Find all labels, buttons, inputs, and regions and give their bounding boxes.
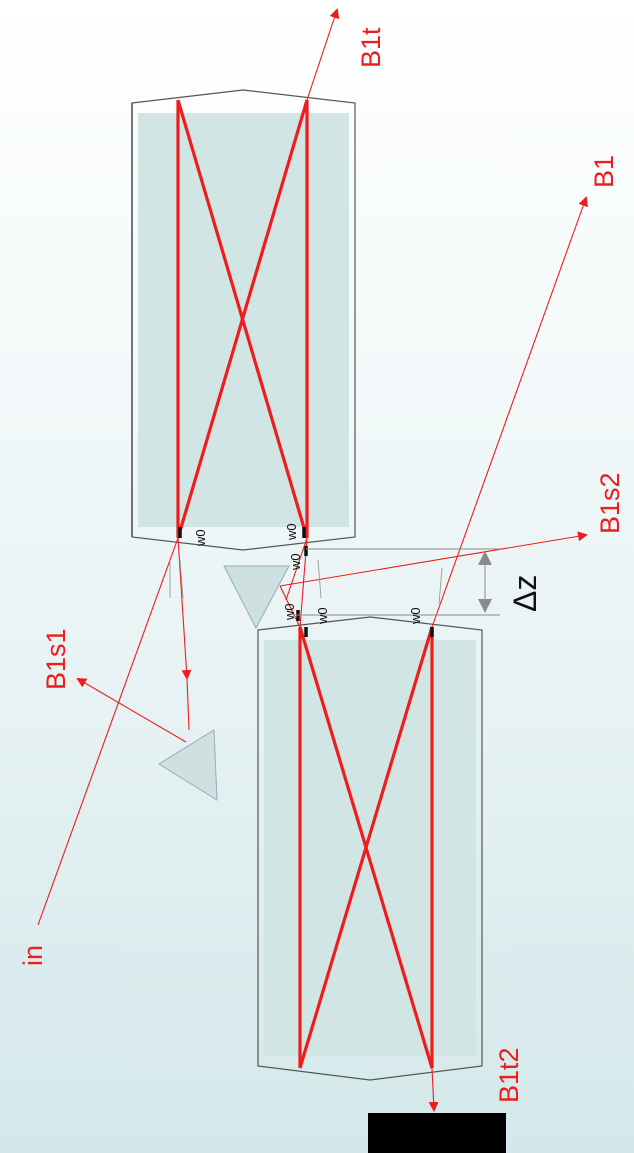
lower-crystal — [257, 616, 483, 1081]
thin-beams — [37, 8, 589, 1112]
waist-label: w0 — [315, 607, 330, 625]
waist-label: w0 — [408, 607, 423, 625]
label-b1t2: B1t2 — [494, 1047, 524, 1103]
waist-label: w0 — [282, 603, 297, 621]
waist-label: w0 — [284, 523, 299, 541]
waist-markers — [178, 527, 434, 637]
crystal-beams — [176, 99, 434, 1069]
delta-z-dimension — [296, 548, 500, 616]
waist-label: w0 — [288, 553, 303, 571]
label-b1t: B1t — [356, 27, 386, 68]
waist-label: w0 — [193, 529, 208, 547]
label-in: in — [18, 945, 48, 966]
lower-prism — [158, 729, 218, 801]
label-b1: B1 — [589, 155, 619, 188]
guide-lines — [169, 559, 443, 605]
label-delta-z: Δz — [507, 575, 543, 612]
label-b1s1: B1s1 — [41, 628, 71, 690]
label-b1s2: B1s2 — [595, 472, 625, 534]
upper-prism — [223, 565, 290, 630]
detector-block — [368, 1113, 506, 1153]
